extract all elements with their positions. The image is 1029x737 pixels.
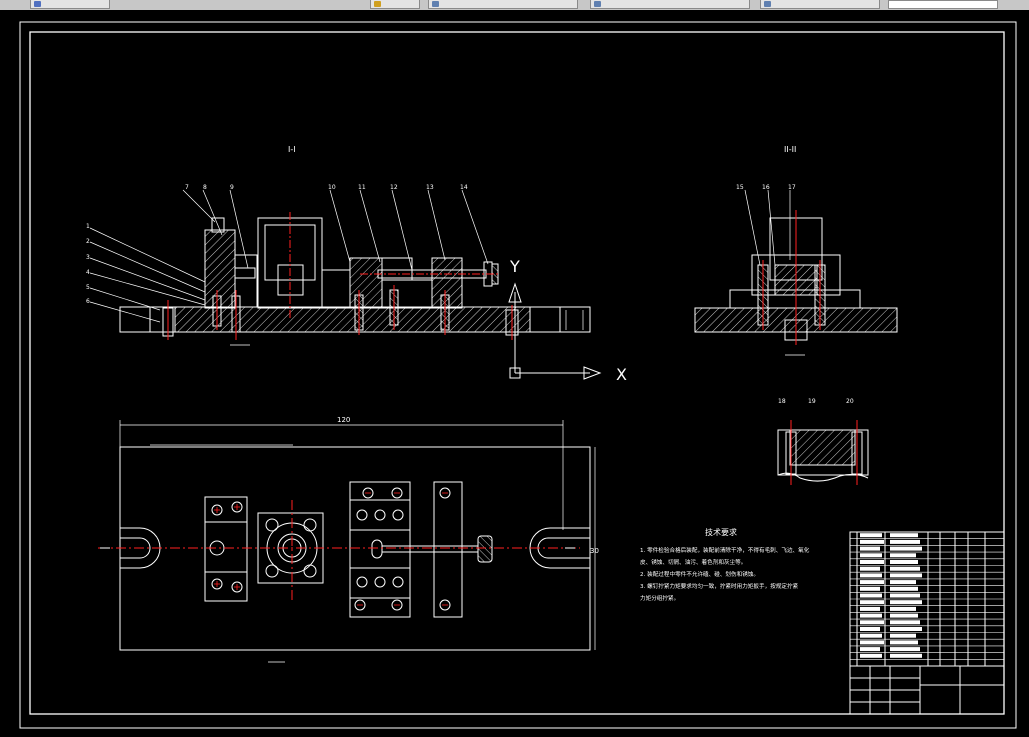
parts-row-text-mark bbox=[890, 606, 916, 611]
parts-row-text-mark bbox=[890, 533, 918, 538]
technical-notes: 技术要求 1. 零件检验合格后装配，装配前清除干净，不得有毛刺、飞边、氧化 皮、… bbox=[640, 527, 810, 602]
tech-line-3: 2. 装配过程中零件不允许磕、碰、划伤和锈蚀。 bbox=[640, 570, 759, 578]
section-view-main: 7 8 9 10 11 12 13 14 1 2 3 4 5 6 bbox=[86, 184, 591, 346]
balloon-8: 8 bbox=[203, 184, 207, 191]
parts-row-text-mark bbox=[860, 533, 882, 538]
parts-row-text-mark bbox=[890, 553, 916, 558]
balloon-5: 5 bbox=[86, 284, 90, 291]
app-icon bbox=[34, 1, 41, 7]
section-a-label: I-I bbox=[288, 145, 296, 154]
section-b-label: II-II bbox=[784, 145, 796, 154]
taskbar-tab-3[interactable] bbox=[428, 0, 578, 9]
axis-x-label: X bbox=[616, 365, 627, 384]
parts-row-text-mark bbox=[860, 586, 880, 591]
window-icon bbox=[594, 1, 601, 7]
parts-row-text-mark bbox=[890, 620, 920, 625]
plan-view: 120 30 bbox=[98, 416, 599, 663]
parts-row-text-mark bbox=[860, 573, 882, 578]
parts-row-text-mark bbox=[890, 546, 922, 551]
parts-row-text-mark bbox=[890, 593, 920, 598]
balloon-4: 4 bbox=[86, 269, 90, 276]
tech-line-2: 皮、锈蚀、切屑、油污、着色剂和灰尘等。 bbox=[640, 558, 746, 566]
tech-title: 技术要求 bbox=[705, 527, 737, 537]
parts-row-text-mark bbox=[890, 600, 922, 605]
balloon-13: 13 bbox=[426, 184, 434, 191]
balloon-6: 6 bbox=[86, 298, 90, 305]
balloon-3: 3 bbox=[86, 254, 90, 261]
balloon-9: 9 bbox=[230, 184, 234, 191]
folder-icon bbox=[374, 1, 381, 7]
parts-row-text-mark bbox=[890, 613, 918, 618]
parts-row-text-mark bbox=[860, 647, 880, 652]
parts-list-rows bbox=[850, 533, 1004, 660]
parts-row-text-mark bbox=[860, 560, 884, 564]
balloon-19: 19 bbox=[808, 398, 816, 405]
parts-row-text-mark bbox=[860, 580, 884, 585]
taskbar-tab-1[interactable] bbox=[30, 0, 110, 9]
parts-row-text-mark bbox=[860, 627, 880, 631]
balloon-20: 20 bbox=[846, 398, 854, 405]
balloon-17: 17 bbox=[788, 184, 796, 191]
parts-row-text-mark bbox=[860, 653, 882, 658]
taskbar-tab-2[interactable] bbox=[370, 0, 420, 9]
parts-row-text-mark bbox=[890, 640, 918, 645]
parts-row-text-mark bbox=[890, 560, 918, 564]
detail-view: 18 19 20 bbox=[777, 398, 869, 485]
section-view-side: 15 16 17 bbox=[694, 184, 898, 356]
title-block bbox=[849, 665, 1005, 715]
balloon-18: 18 bbox=[778, 398, 786, 405]
tech-line-5: 力矩分组拧紧。 bbox=[640, 594, 679, 602]
parts-row-text-mark bbox=[860, 633, 882, 638]
parts-row-text-mark bbox=[890, 580, 916, 585]
taskbar-tab-5[interactable] bbox=[760, 0, 880, 9]
parts-row-text-mark bbox=[890, 573, 922, 578]
parts-row-text-mark bbox=[860, 546, 880, 551]
ucs-icon: Y X bbox=[508, 257, 627, 384]
parts-row-text-mark bbox=[860, 600, 884, 605]
window-icon bbox=[432, 1, 439, 7]
parts-row-text-mark bbox=[860, 606, 880, 611]
balloon-16: 16 bbox=[762, 184, 770, 191]
parts-row-text-mark bbox=[890, 566, 920, 571]
parts-row-text-mark bbox=[890, 586, 918, 591]
parts-row-text-mark bbox=[860, 620, 884, 625]
parts-row-text-mark bbox=[890, 633, 916, 638]
parts-row-text-mark bbox=[860, 593, 882, 598]
parts-row-text-mark bbox=[890, 653, 922, 658]
balloon-15: 15 bbox=[736, 184, 744, 191]
balloon-11: 11 bbox=[358, 184, 366, 191]
parts-row-text-mark bbox=[860, 613, 882, 618]
axis-y-label: Y bbox=[509, 257, 520, 276]
balloon-2: 2 bbox=[86, 238, 90, 245]
balloon-1: 1 bbox=[86, 223, 90, 230]
search-box[interactable] bbox=[888, 0, 998, 9]
tech-line-4: 3. 螺钉拧紧力矩要求均匀一致，拧紧时用力矩扳手，按规定拧紧 bbox=[640, 582, 799, 590]
taskbar-tab-4[interactable] bbox=[590, 0, 750, 9]
inner-frame bbox=[29, 31, 1005, 715]
parts-row-text-mark bbox=[890, 539, 920, 544]
window-icon bbox=[764, 1, 771, 7]
drawing-svg: I-I II-II bbox=[19, 21, 1017, 729]
dim-width: 30 bbox=[590, 547, 599, 555]
tech-line-1: 1. 零件检验合格后装配，装配前清除干净，不得有毛刺、飞边、氧化 bbox=[640, 546, 810, 554]
parts-row-text-mark bbox=[890, 627, 922, 631]
balloon-7: 7 bbox=[185, 184, 189, 191]
balloon-14: 14 bbox=[460, 184, 468, 191]
outer-frame bbox=[19, 21, 1017, 729]
parts-row-text-mark bbox=[860, 553, 882, 558]
parts-row-text-mark bbox=[860, 566, 880, 571]
parts-row-text-mark bbox=[860, 640, 884, 645]
parts-row-text-mark bbox=[890, 647, 920, 652]
balloon-12: 12 bbox=[390, 184, 398, 191]
cad-drawing-area[interactable]: I-I II-II bbox=[0, 10, 1029, 737]
dim-overall: 120 bbox=[337, 416, 350, 424]
parts-row-text-mark bbox=[860, 539, 884, 544]
balloon-10: 10 bbox=[328, 184, 336, 191]
